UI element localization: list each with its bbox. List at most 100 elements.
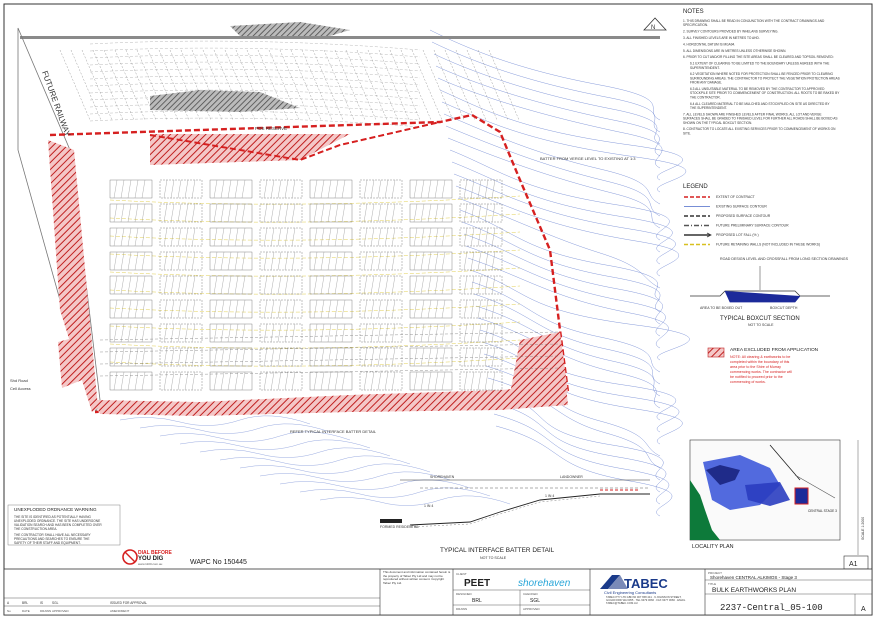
exclusion-key: AREA EXCLUDED FROM APPLICATION NOTE: All… bbox=[707, 347, 819, 384]
ordnance-line: SAFETY OF THEIR STAFF AND EQUIPMENT. bbox=[14, 541, 81, 545]
note-line: 2. SURVEY CONTOURS PROVIDED BY WHELANS S… bbox=[683, 30, 778, 34]
dial-line2: YOU DIG bbox=[138, 556, 164, 562]
note-line: 6. PRIOR TO CUT AND/OR FILLING THE SITE … bbox=[683, 55, 834, 59]
exclusion-line: area prior to the Shire of Murray bbox=[730, 365, 781, 369]
note-line: SHOWN ON THE TYPICAL BOXCUT SECTION. bbox=[683, 121, 752, 125]
note-line: THE CONTRACTOR. bbox=[690, 95, 721, 99]
legend-item: EXTENT OF CONTRACT bbox=[684, 195, 755, 199]
notes-heading: NOTES bbox=[683, 9, 704, 15]
legend-item: FUTURE RETAINING WALLS (NOT INCLUDED IN … bbox=[684, 243, 820, 247]
tabec-address: TABEC PTY LTD ABN 60 007 658 441 · 9 JOH… bbox=[606, 596, 686, 606]
note-line: 5. ALL DIMENSIONS ARE IN METRES UNLESS O… bbox=[683, 49, 786, 53]
rev-row-drawn: BRL bbox=[22, 601, 28, 605]
boxcut-left-label: AREA TO BE BOXED OUT bbox=[700, 306, 743, 310]
tabec-subtitle: Civil Engineering Consultants bbox=[604, 590, 656, 595]
legend-item: EXISTING SURFACE CONTOUR bbox=[684, 205, 767, 209]
approved-label: APPROVED bbox=[523, 607, 541, 611]
reserve-label: POS RESERVE bbox=[255, 126, 287, 131]
ordnance-line: THE SITE IS IDENTIFIED AS POTENTIALLY HA… bbox=[14, 515, 91, 519]
ordnance-line: THE CONTRACTOR SHALL HAVE ALL NECESSARY bbox=[14, 533, 92, 537]
peet-logo: PEET bbox=[464, 578, 490, 589]
rev-row-approved: SGL bbox=[52, 601, 59, 605]
dial-line1: DIAL BEFORE bbox=[138, 550, 172, 556]
eastern-batter-hatch bbox=[510, 332, 568, 394]
wapc-number: WAPC No 150445 bbox=[190, 559, 247, 566]
side-note-1: Shd Road bbox=[10, 378, 28, 383]
note-line: 7. ALL LEVELS SHOWN ARE FINISHED LEVELS … bbox=[683, 112, 821, 116]
rev-row-no: A bbox=[7, 601, 10, 605]
client-label: CLIENT bbox=[456, 572, 467, 576]
locality-coast bbox=[690, 480, 720, 540]
drawn-label: DRAWN bbox=[456, 607, 467, 611]
ordnance-title: UNEXPLODED ORDNANCE WARNING bbox=[14, 507, 97, 512]
batter-top-right: LANDOWNER bbox=[560, 475, 583, 479]
ordnance-line: PRECAUTIONS AND SEARCHES TO ENSURE THE bbox=[14, 537, 89, 541]
exclusion-line: be notified to proceed prior to the bbox=[730, 375, 783, 379]
note-line: SURROUNDING AREAS. THE CONTRACTOR TO PRO… bbox=[690, 76, 840, 80]
ordnance-warning: UNEXPLODED ORDNANCE WARNING THE SITE IS … bbox=[7, 504, 121, 546]
top-road-strip bbox=[20, 36, 660, 39]
note-line: SUPERINTENDENT. bbox=[690, 66, 720, 70]
interface-note: REFER TYPICAL INTERFACE BATTER DETAIL bbox=[290, 429, 377, 434]
batter-note: BATTER FROM VERGE LEVEL TO EXISTING AT 1… bbox=[540, 156, 636, 161]
shorehaven-logo: shorehaven bbox=[518, 578, 571, 589]
legend-label: EXISTING SURFACE CONTOUR bbox=[716, 205, 767, 209]
disclaimer: This document and information contained … bbox=[383, 571, 451, 585]
southern-batter-hatch bbox=[95, 385, 568, 416]
boxcut-section: ROAD DESIGN LEVEL AND CROSSFALL FROM LON… bbox=[690, 257, 849, 327]
existing-stockpile-hatch bbox=[150, 90, 300, 112]
exclusion-line: NOTE: All clearing & earthworks to be bbox=[730, 355, 790, 359]
dial-url: www.1100.com.au bbox=[138, 562, 163, 566]
note-line: SURFACES SHALL BE GRADED TO FINISHED LEV… bbox=[683, 117, 838, 121]
note-line: 1. THIS DRAWING SHALL BE READ IN CONJUNC… bbox=[683, 19, 825, 23]
legend-heading: LEGEND bbox=[683, 184, 708, 190]
title-block: A BRL IS SGL ISSUED FOR APPROVAL No DATE… bbox=[3, 568, 873, 616]
dial-before-you-dig: DIAL BEFORE YOU DIG www.1100.com.au bbox=[122, 549, 172, 566]
side-note-2: Cell Access bbox=[10, 386, 31, 391]
project-name: Shorehaven CENTRAL ALKIMOS - Stage 3 bbox=[710, 575, 797, 580]
exclusion-title: AREA EXCLUDED FROM APPLICATION bbox=[730, 347, 819, 353]
svg-text:N: N bbox=[651, 25, 655, 31]
exclusion-line: commencing of works. bbox=[730, 380, 766, 384]
western-batter-hatch bbox=[58, 336, 82, 388]
batter-label-2: 1 IN 4 bbox=[545, 494, 554, 498]
drawing-title: BULK EARTHWORKS PLAN bbox=[712, 587, 796, 594]
checked-value: SGL bbox=[530, 598, 540, 604]
revision-letter: A bbox=[861, 606, 866, 613]
note-line: 4. HORIZONTAL DATUM IS MGA94. bbox=[683, 42, 735, 46]
note-line: FROM ANY DAMAGE. bbox=[690, 81, 722, 85]
scale-label: SCALE 1:2000 bbox=[861, 517, 865, 540]
exclusion-line: completed within the boundary of this bbox=[730, 360, 790, 364]
boxcut-caption: ROAD DESIGN LEVEL AND CROSSFALL FROM LON… bbox=[720, 257, 849, 261]
legend-label: PROPOSED SURFACE CONTOUR bbox=[716, 214, 771, 218]
rev-header-no: No bbox=[7, 609, 11, 613]
exclusion-line: commencing works. The contractor will bbox=[730, 370, 792, 374]
title-label: TITLE bbox=[708, 582, 716, 586]
legend-item: PROPOSED SURFACE CONTOUR bbox=[684, 214, 771, 218]
locality-title: LOCALITY PLAN bbox=[692, 544, 734, 550]
locality-plan: CENTRAL STAGE 3 LOCALITY PLAN bbox=[689, 439, 841, 550]
batter-scale: NOT TO SCALE bbox=[480, 556, 507, 560]
project-label: PROJECT bbox=[708, 571, 722, 575]
reserve-boundary bbox=[149, 121, 441, 162]
legend-label: FUTURE RETAINING WALLS (NOT INCLUDED IN … bbox=[716, 243, 820, 247]
legend-panel: LEGEND EXTENT OF CONTRACT EXISTING SURFAC… bbox=[683, 184, 820, 247]
batter-title: TYPICAL INTERFACE BATTER DETAIL bbox=[440, 547, 555, 554]
legend-label: EXTENT OF CONTRACT bbox=[716, 195, 755, 199]
notes-panel: NOTES 1. THIS DRAWING SHALL BE READ IN C… bbox=[683, 9, 840, 135]
ordnance-line: THE CONSTRUCTION AREA. bbox=[14, 527, 57, 531]
note-line: 6.4 ALL CLEARED MATERIAL TO BE MULCHED A… bbox=[690, 102, 830, 106]
ordnance-line: VALIDATION SEARCH AND HAS BEEN COMPLETED… bbox=[14, 523, 102, 527]
note-line: THE SUPERINTENDENT. bbox=[690, 106, 727, 110]
note-line: 6.2 VEGETATION WHERE NOTED FOR PROTECTIO… bbox=[690, 72, 833, 76]
drawing-number: 2237-Central_05-100 bbox=[720, 603, 823, 613]
legend-item: FUTURE PRELIMINARY SURFACE CONTOUR bbox=[684, 224, 789, 228]
rev-row-checked: IS bbox=[40, 601, 43, 605]
exclusion-swatch bbox=[707, 347, 725, 358]
railway-batter-hatch bbox=[48, 140, 98, 412]
designed-value: BRL bbox=[472, 598, 482, 604]
boxcut-scale: NOT TO SCALE bbox=[748, 323, 774, 327]
designed-label: DESIGNED bbox=[456, 592, 473, 596]
